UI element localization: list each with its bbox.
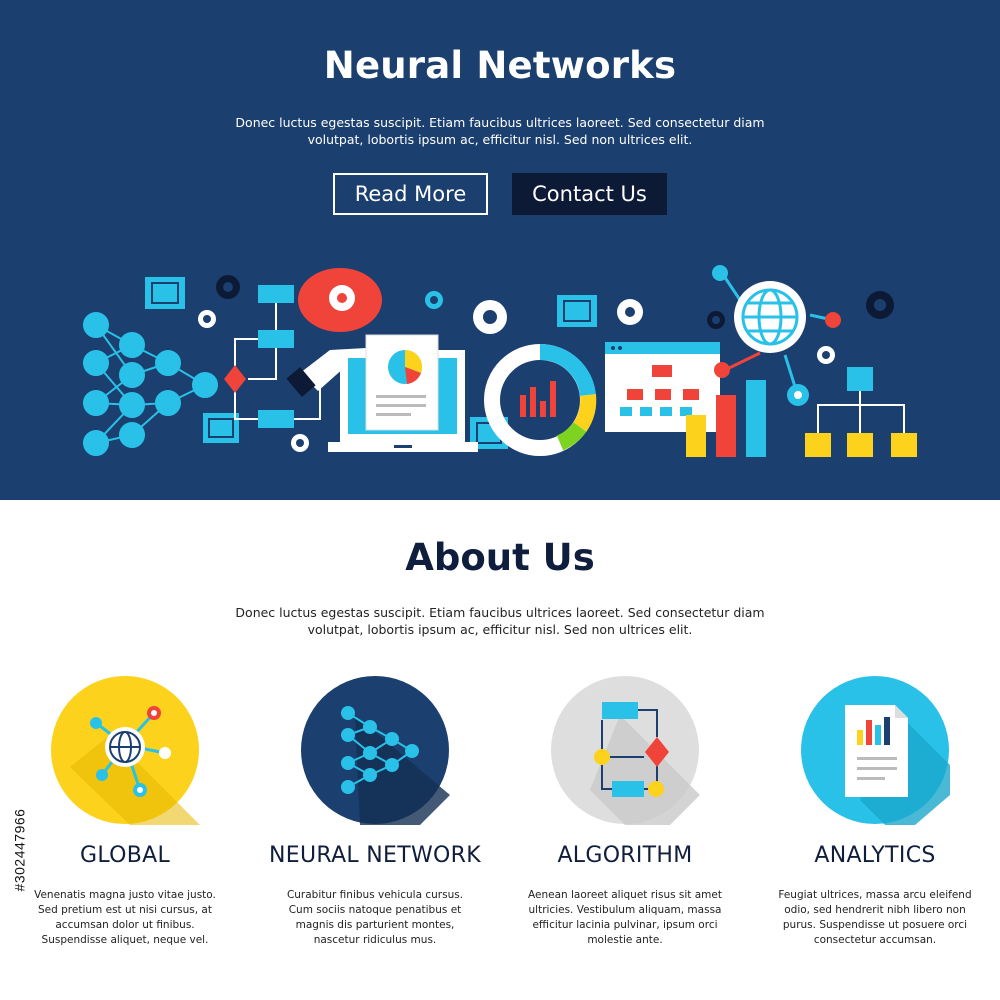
- read-more-button[interactable]: Read More: [333, 173, 488, 215]
- donut-chart-icon: [484, 343, 597, 456]
- chip-icon: [557, 295, 597, 327]
- feature-title: ALGORITHM: [557, 843, 693, 868]
- gear-icon: [707, 311, 725, 329]
- chip-icon: [145, 277, 185, 309]
- gear-icon: [617, 299, 643, 325]
- hero-description: Donec luctus egestas suscipit. Etiam fau…: [235, 115, 765, 147]
- brain-icon: [298, 268, 382, 332]
- gear-icon: [425, 291, 443, 309]
- feature-description: Venenatis magna justo vitae justo. Sed p…: [34, 889, 216, 946]
- neural-network-graphic: [83, 312, 218, 456]
- hero-title: Neural Networks: [323, 44, 677, 87]
- feature-description: Aenean laoreet aliquet risus sit amet ul…: [528, 889, 722, 946]
- about-title: About Us: [405, 536, 595, 579]
- chip-icon: [203, 413, 239, 443]
- gear-icon: [866, 291, 894, 319]
- globe-icon: [712, 265, 841, 406]
- org-chart-icon: [805, 367, 917, 457]
- gear-icon: [198, 310, 216, 328]
- feature-description: Feugiat ultrices, massa arcu eleifend od…: [778, 889, 972, 946]
- globe-network-icon: [51, 676, 200, 825]
- feature-title: NEURAL NETWORK: [269, 843, 481, 868]
- neural-network-icon: [301, 676, 450, 825]
- gear-icon: [216, 275, 240, 299]
- analytics-document-icon: [801, 676, 950, 825]
- flowchart-icon: [551, 676, 700, 825]
- gear-icon: [817, 346, 835, 364]
- hero-illustration: [83, 265, 917, 457]
- bar-chart-icon: [686, 380, 766, 457]
- gear-icon: [473, 300, 507, 334]
- browser-window-icon: [605, 342, 720, 432]
- flowchart-graphic: [224, 285, 321, 428]
- gear-icon: [291, 434, 309, 452]
- feature-title: ANALYTICS: [814, 843, 936, 868]
- about-description: Donec luctus egestas suscipit. Etiam fau…: [235, 605, 765, 637]
- contact-us-button[interactable]: Contact Us: [512, 173, 667, 215]
- feature-description: Curabitur finibus vehicula cursus. Cum s…: [286, 889, 464, 946]
- laptop-icon: [328, 334, 478, 452]
- stock-id-text: #302447966: [11, 808, 27, 892]
- stock-id-label: #302447966: [6, 760, 32, 940]
- feature-title: GLOBAL: [79, 843, 171, 868]
- hero-section: Neural Networks Donec luctus egestas sus…: [0, 0, 1000, 500]
